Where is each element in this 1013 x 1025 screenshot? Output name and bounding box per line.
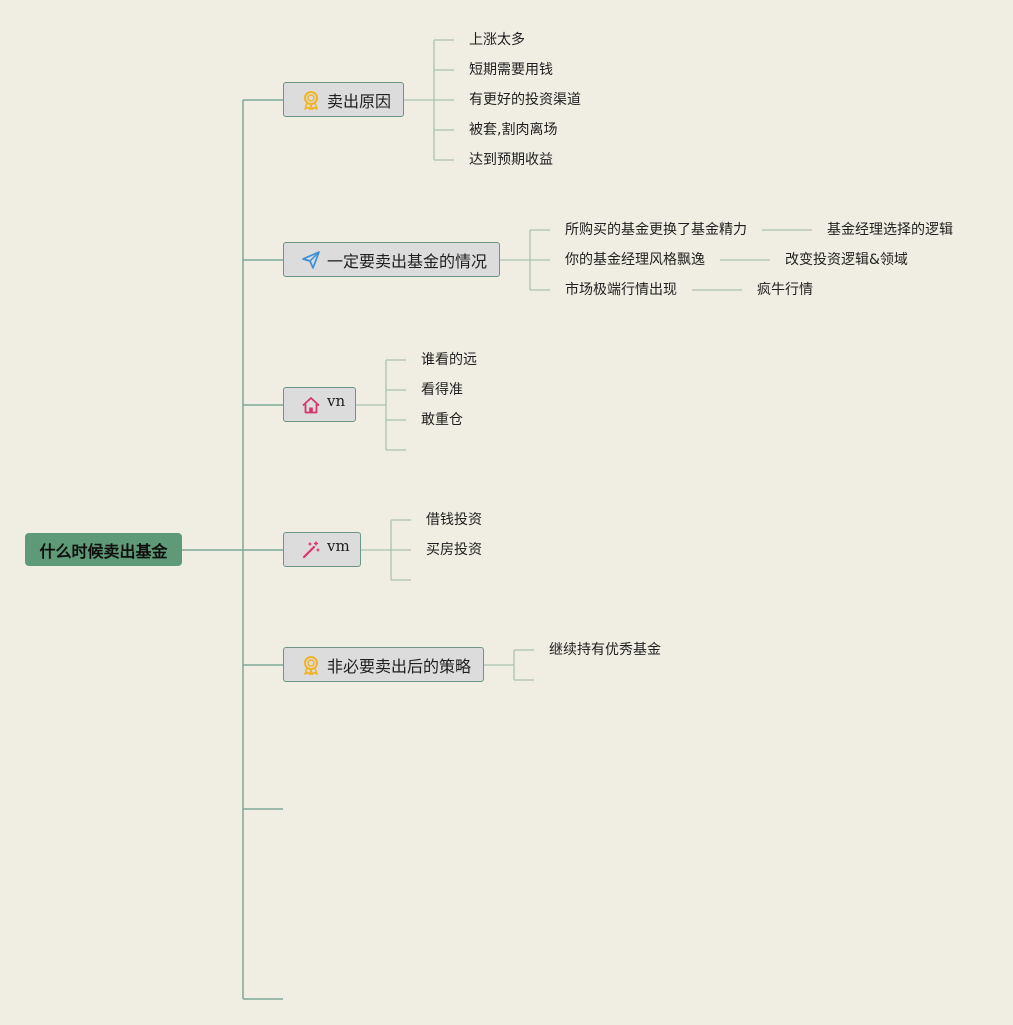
topic-label: 卖出原因 (327, 91, 392, 111)
leaf-node[interactable]: 借钱投资 (426, 512, 482, 528)
leaf-node[interactable]: 上涨太多 (469, 32, 525, 48)
paper-plane-icon (301, 250, 321, 270)
leaf-node[interactable]: 你的基金经理风格飘逸 (565, 252, 705, 268)
leaf-node[interactable]: 敢重仓 (421, 412, 463, 428)
topic-must-sell-situations[interactable]: 一定要卖出基金的情况 (283, 242, 500, 277)
topic-label: vm (327, 536, 350, 555)
topic-non-essential-sell-strategy[interactable]: 非必要卖出后的策略 (283, 647, 484, 682)
topic-vn[interactable]: vn (283, 387, 356, 422)
leaf-node[interactable]: 达到预期收益 (469, 152, 553, 168)
ribbon-icon (301, 655, 321, 675)
leaf-node[interactable]: 看得准 (421, 382, 463, 398)
leaf-node[interactable]: 市场极端行情出现 (565, 282, 677, 298)
leaf-node[interactable]: 谁看的远 (421, 352, 477, 368)
leaf-node[interactable]: 买房投资 (426, 542, 482, 558)
root-topic[interactable]: 什么时候卖出基金 (25, 533, 182, 566)
leaf-node[interactable]: 继续持有优秀基金 (549, 642, 661, 658)
leaf-node[interactable]: 被套,割肉离场 (469, 122, 558, 138)
leaf-node[interactable]: 疯牛行情 (757, 282, 813, 298)
ribbon-icon (301, 90, 321, 110)
topic-sell-reasons[interactable]: 卖出原因 (283, 82, 404, 117)
topic-label: vn (327, 391, 346, 410)
house-icon (301, 395, 321, 415)
topic-label: 一定要卖出基金的情况 (327, 251, 488, 271)
magic-wand-icon (301, 540, 321, 560)
leaf-node[interactable]: 基金经理选择的逻辑 (827, 222, 953, 238)
topic-vm[interactable]: vm (283, 532, 361, 567)
leaf-node[interactable]: 短期需要用钱 (469, 62, 553, 78)
topic-label: 非必要卖出后的策略 (327, 656, 472, 676)
leaf-node[interactable]: 改变投资逻辑&领域 (785, 252, 908, 268)
leaf-node[interactable]: 所购买的基金更换了基金精力 (565, 222, 747, 238)
leaf-node[interactable]: 有更好的投资渠道 (469, 92, 581, 108)
